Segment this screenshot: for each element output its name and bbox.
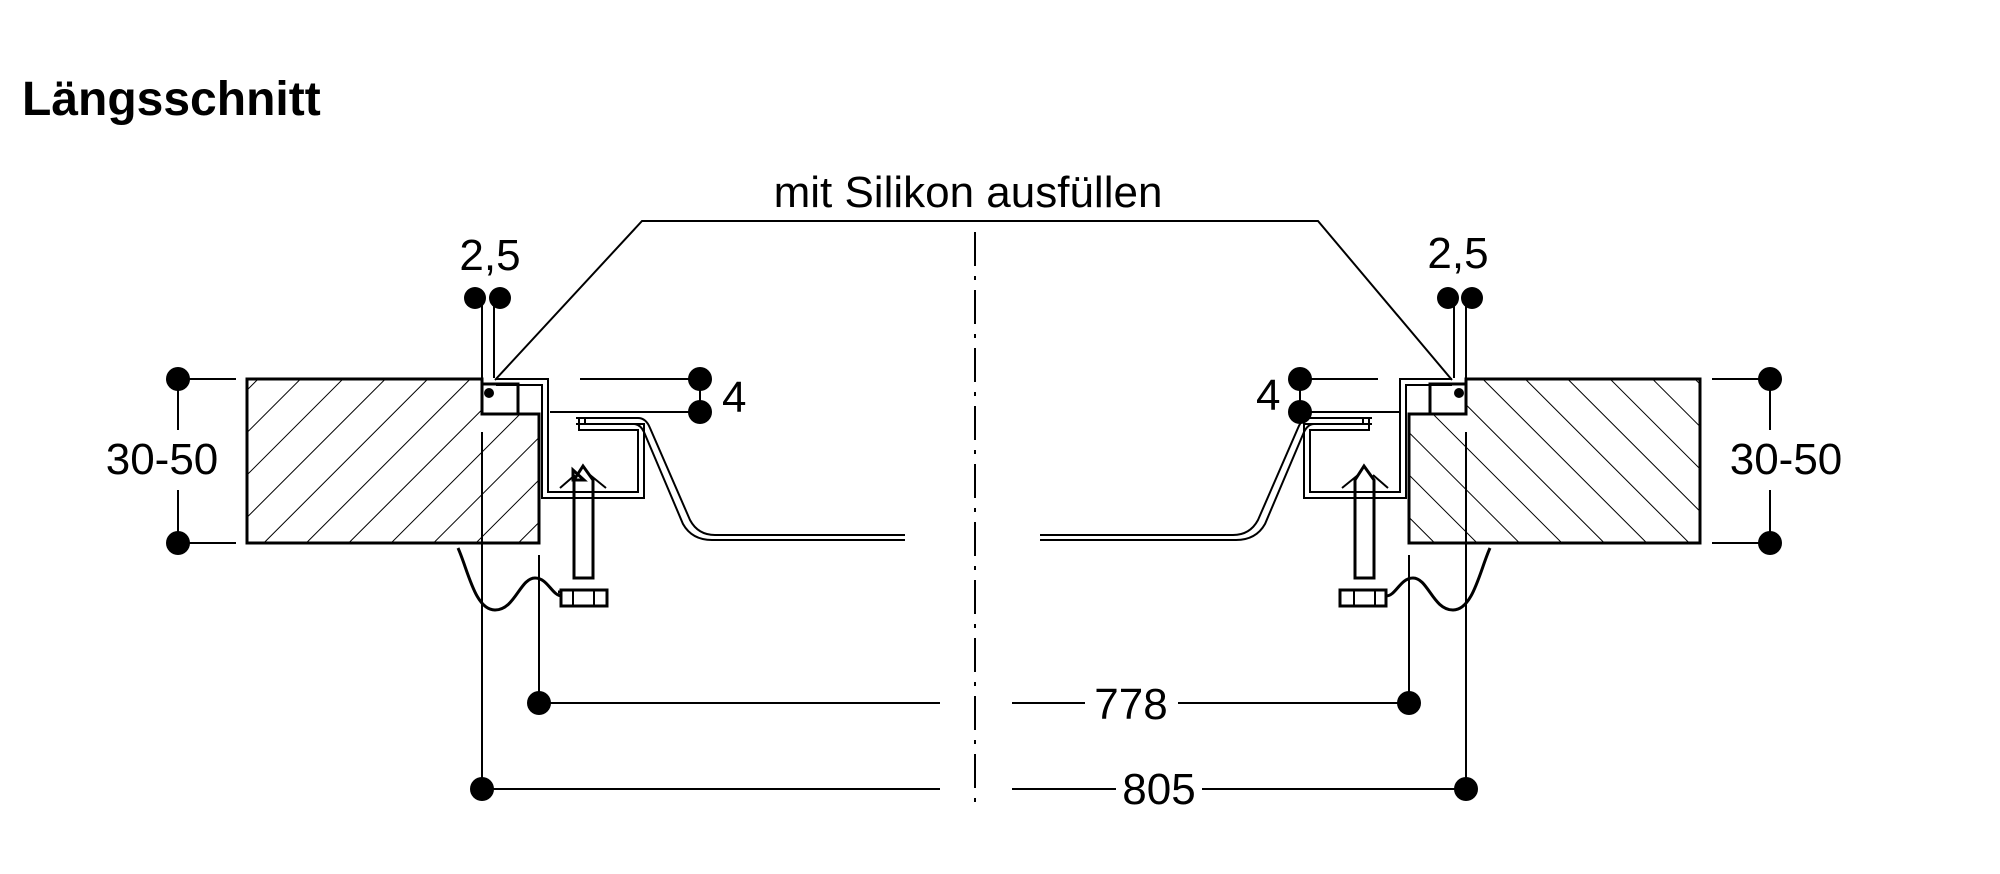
thickness-label-right: 30-50 [1730, 435, 1843, 484]
silicone-label: mit Silikon ausfüllen [774, 168, 1163, 217]
silicone-leader [494, 220, 1453, 381]
gap-label-right: 2,5 [1427, 229, 1488, 278]
page-title: Längsschnitt [22, 73, 321, 126]
worktop-left [245, 377, 541, 545]
outer-width-label: 805 [1122, 765, 1195, 814]
width-dimensions: 778 805 [470, 680, 1478, 814]
left-section: 2,5 4 30-50 [106, 231, 905, 790]
right-section: 2,5 4 30-50 [1040, 229, 1842, 790]
rim-label-left: 4 [722, 373, 746, 422]
inner-width-label: 778 [1094, 680, 1167, 729]
gap-label-left: 2,5 [459, 231, 520, 280]
rim-label-right: 4 [1256, 371, 1280, 420]
worktop-right [1407, 377, 1702, 545]
thickness-label-left: 30-50 [106, 435, 219, 484]
